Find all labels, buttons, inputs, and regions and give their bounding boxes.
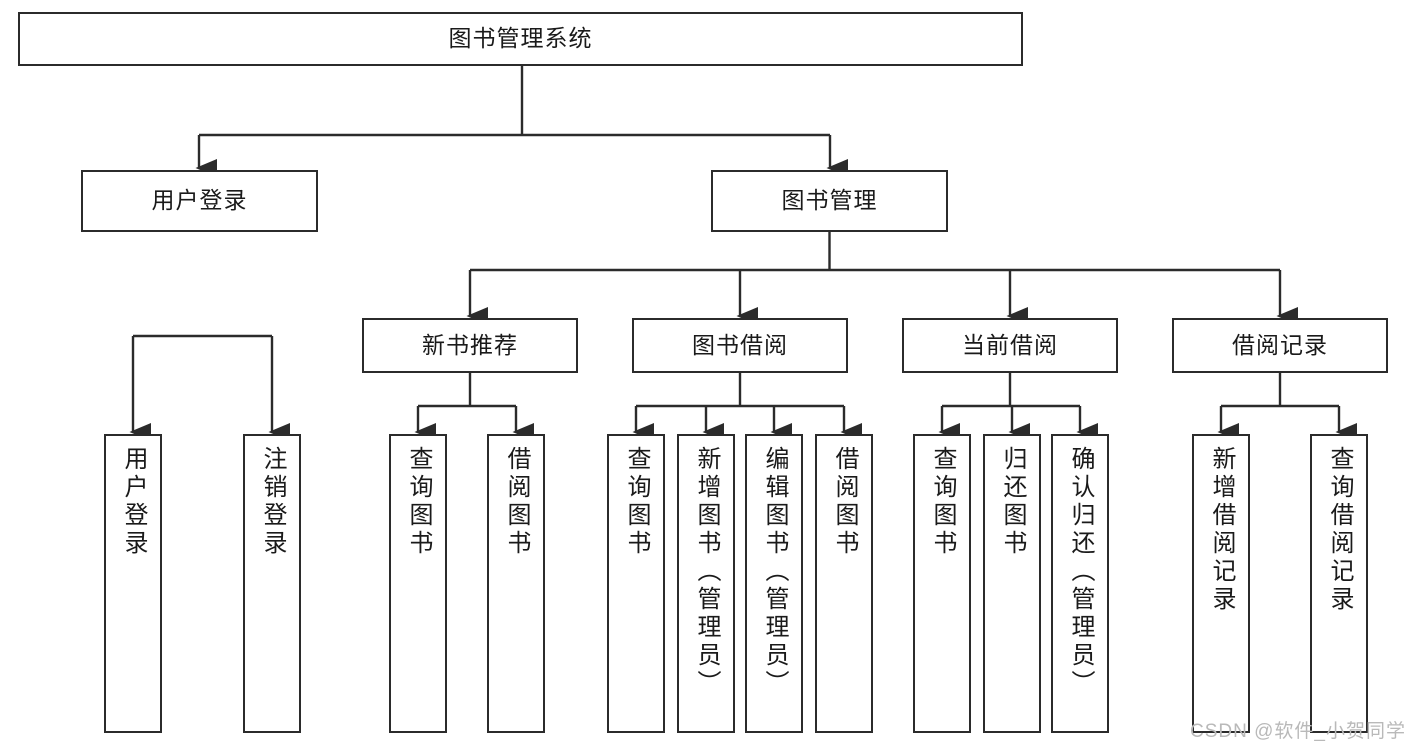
node-book-manage[interactable]: 图书管理 (711, 170, 948, 232)
node-label: 用户登录 (151, 187, 248, 214)
node-leaf-query-book-1[interactable]: 查询图书 (389, 434, 447, 733)
node-label: 当前借阅 (962, 331, 1058, 358)
node-label: 借阅记录 (1232, 331, 1328, 358)
node-label: 归还图书 (999, 446, 1026, 558)
node-leaf-edit-book[interactable]: 编辑图书（管理员） (745, 434, 803, 733)
node-user-login[interactable]: 用户登录 (81, 170, 318, 232)
node-label: 图书借阅 (692, 331, 788, 358)
node-current-borrow[interactable]: 当前借阅 (902, 318, 1118, 373)
csdn-watermark: CSDN @软件_小贺同学 (1190, 721, 1405, 742)
node-leaf-user-logout[interactable]: 注销登录 (243, 434, 301, 733)
node-new-book-rec[interactable]: 新书推荐 (362, 318, 578, 373)
node-label: 图书管理 (781, 187, 878, 214)
node-borrow-record[interactable]: 借阅记录 (1172, 318, 1388, 373)
node-root-root[interactable]: 图书管理系统 (18, 12, 1023, 66)
node-book-borrow[interactable]: 图书借阅 (632, 318, 848, 373)
node-leaf-return-book[interactable]: 归还图书 (983, 434, 1041, 733)
node-label: 借阅图书 (831, 446, 858, 558)
node-label: 新增图书（管理员） (693, 446, 720, 698)
node-leaf-query-book-3[interactable]: 查询图书 (913, 434, 971, 733)
node-label: 新增借阅记录 (1208, 446, 1235, 614)
node-leaf-query-record[interactable]: 查询借阅记录 (1310, 434, 1368, 733)
node-label: 查询图书 (405, 446, 432, 558)
node-label: 用户登录 (120, 446, 147, 558)
node-label: 确认归还（管理员） (1067, 446, 1094, 698)
node-label: 查询图书 (929, 446, 956, 558)
node-leaf-add-record[interactable]: 新增借阅记录 (1192, 434, 1250, 733)
node-label: 图书管理系统 (448, 25, 593, 52)
node-leaf-borrow-book-2[interactable]: 借阅图书 (815, 434, 873, 733)
node-label: 查询借阅记录 (1326, 446, 1353, 614)
node-label: 查询图书 (623, 446, 650, 558)
node-label: 借阅图书 (503, 446, 530, 558)
node-leaf-query-book-2[interactable]: 查询图书 (607, 434, 665, 733)
node-label: 编辑图书（管理员） (761, 446, 788, 698)
node-label: 新书推荐 (422, 331, 518, 358)
node-leaf-add-book[interactable]: 新增图书（管理员） (677, 434, 735, 733)
node-leaf-user-login[interactable]: 用户登录 (104, 434, 162, 733)
node-leaf-confirm-return[interactable]: 确认归还（管理员） (1051, 434, 1109, 733)
node-label: 注销登录 (259, 446, 286, 558)
node-leaf-borrow-book-1[interactable]: 借阅图书 (487, 434, 545, 733)
